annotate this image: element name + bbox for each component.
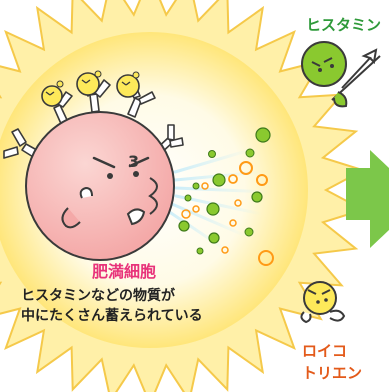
histamine-label: ヒスタミン	[306, 16, 382, 34]
leukotriene-label-line: ロイコ	[302, 342, 348, 360]
transition-arrow	[346, 150, 389, 248]
description-line: ヒスタミンなどの物質が	[21, 288, 175, 304]
granules	[178, 127, 274, 266]
mast-cell	[3, 70, 184, 261]
cheek-mark: 3	[128, 152, 140, 171]
mast-cell-description: ヒスタミンなどの物質が 中にたくさん蓄えられている	[21, 286, 203, 326]
leukotriene-character	[300, 281, 346, 324]
histamine-character	[301, 41, 381, 108]
mast-cell-name: 肥満細胞	[92, 262, 157, 281]
description-line: 中にたくさん蓄えられている	[21, 308, 203, 324]
leukotriene-label: ロイコ トリエン	[302, 340, 362, 384]
allergen-particles	[41, 70, 140, 107]
leukotriene-label-line: トリエン	[302, 364, 363, 382]
